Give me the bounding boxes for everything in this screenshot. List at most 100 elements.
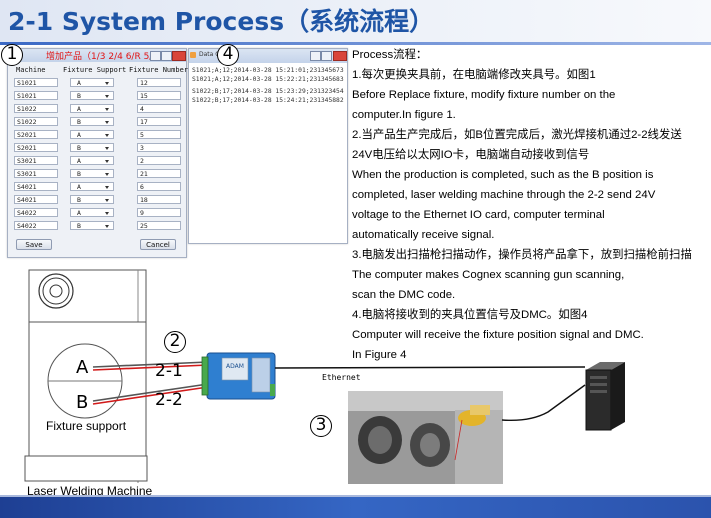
machine-field[interactable]: S1022 bbox=[14, 117, 58, 126]
machine-base bbox=[24, 455, 148, 482]
fixture-number-field-value: 21 bbox=[140, 170, 148, 178]
fixture-support-select[interactable]: A bbox=[70, 104, 114, 113]
save-button[interactable]: Save bbox=[16, 239, 52, 250]
machine-field[interactable]: S2021 bbox=[14, 143, 58, 152]
fixture-number-field-value: 4 bbox=[140, 105, 144, 113]
process-text-line: The computer makes Cognex scanning gun s… bbox=[352, 269, 625, 281]
fixture-number-field[interactable]: 4 bbox=[137, 104, 181, 113]
machine-head bbox=[28, 269, 147, 323]
minimize-icon[interactable] bbox=[310, 51, 321, 61]
machine-field[interactable]: S4022 bbox=[14, 208, 58, 217]
fixture-window-titlebar[interactable] bbox=[8, 49, 186, 62]
fixture-support-select[interactable]: A bbox=[70, 208, 114, 217]
fixture-support-select[interactable]: B bbox=[70, 143, 114, 152]
chevron-down-icon bbox=[105, 147, 109, 150]
fixture-number-field[interactable]: 18 bbox=[137, 195, 181, 204]
header-fixture-number: Fixture Number bbox=[129, 66, 189, 74]
machine-field[interactable]: S3021 bbox=[14, 169, 58, 178]
fixture-window: 增加产品（1/3 2/4 6/R 5/7） Machine Fixture Su… bbox=[7, 48, 189, 258]
close-icon[interactable] bbox=[333, 51, 347, 61]
close-icon[interactable] bbox=[172, 51, 186, 61]
fixture-number-field[interactable]: 9 bbox=[137, 208, 181, 217]
process-text-line: Before Replace fixture, modify fixture n… bbox=[352, 89, 616, 101]
fixture-number-field[interactable]: 21 bbox=[137, 169, 181, 178]
fixture-number-field[interactable]: 17 bbox=[137, 117, 181, 126]
callout-2: 2 bbox=[164, 331, 186, 353]
chevron-down-icon bbox=[105, 160, 109, 163]
fixture-number-field[interactable]: 3 bbox=[137, 143, 181, 152]
chevron-down-icon bbox=[105, 108, 109, 111]
fixture-number-field[interactable]: 5 bbox=[137, 130, 181, 139]
machine-field[interactable]: S4022 bbox=[14, 221, 58, 230]
fixture-support-select[interactable]: B bbox=[70, 169, 114, 178]
fixture-number-field[interactable]: 6 bbox=[137, 182, 181, 191]
process-text-line: completed, laser welding machine through… bbox=[352, 189, 656, 201]
fixture-support-select-value: B bbox=[77, 144, 81, 152]
ethernet-cable bbox=[274, 366, 586, 369]
machine-field[interactable]: S1021 bbox=[14, 78, 58, 87]
fixture-number-field-value: 6 bbox=[140, 183, 144, 191]
fixture-support-select[interactable]: A bbox=[70, 156, 114, 165]
process-text-line: 24V电压给以太网IO卡，电脑端自动接收到信号 bbox=[352, 149, 590, 161]
machine-field-value: S2021 bbox=[17, 144, 37, 152]
chevron-down-icon bbox=[105, 186, 109, 189]
log-line: S1021;A;12;2014-03-28 15:21:01;231345673 bbox=[192, 67, 344, 74]
process-text-line: computer.In figure 1. bbox=[352, 109, 456, 121]
chevron-down-icon bbox=[105, 199, 109, 202]
fixture-number-field[interactable]: 12 bbox=[137, 78, 181, 87]
fixture-number-field-value: 2 bbox=[140, 157, 144, 165]
machine-field[interactable]: S4021 bbox=[14, 195, 58, 204]
fixture-label-a: A bbox=[76, 357, 89, 378]
fixture-number-field[interactable]: 2 bbox=[137, 156, 181, 165]
chevron-down-icon bbox=[105, 134, 109, 137]
fixture-support-label: Fixture support bbox=[46, 419, 127, 433]
cancel-button[interactable]: Cancel bbox=[140, 239, 176, 250]
wire-a-red bbox=[92, 364, 209, 371]
machine-field-value: S4021 bbox=[17, 196, 37, 204]
machine-field-value: S4022 bbox=[17, 209, 37, 217]
fixture-number-field[interactable]: 25 bbox=[137, 221, 181, 230]
fixture-support-select[interactable]: A bbox=[70, 78, 114, 87]
machine-field[interactable]: S1022 bbox=[14, 104, 58, 113]
process-text-line: 1.每次更换夹具前，在电脑端修改夹具号。如图1 bbox=[352, 69, 596, 81]
fixture-support-select[interactable]: B bbox=[70, 195, 114, 204]
fixture-support-select[interactable]: B bbox=[70, 221, 114, 230]
chevron-down-icon bbox=[105, 225, 109, 228]
fixture-number-field[interactable]: 15 bbox=[137, 91, 181, 100]
fixture-support-select-value: A bbox=[77, 79, 81, 87]
machine-field-value: S4021 bbox=[17, 183, 37, 191]
fixture-support-select-value: B bbox=[77, 118, 81, 126]
process-text-line: 2.当产品生产完成后，如B位置完成后，激光焊接机通过2-2线发送 bbox=[352, 129, 682, 141]
fixture-support-select[interactable]: A bbox=[70, 182, 114, 191]
data-window-title: Data Coll bbox=[199, 51, 227, 58]
lens-icon bbox=[38, 273, 74, 309]
maximize-icon[interactable] bbox=[161, 51, 172, 61]
fixture-support-select[interactable]: A bbox=[70, 130, 114, 139]
fixture-support-select[interactable]: B bbox=[70, 91, 114, 100]
machine-field-value: S2021 bbox=[17, 131, 37, 139]
machine-field[interactable]: S1021 bbox=[14, 91, 58, 100]
process-text-line: 3.电脑发出扫描枪扫描动作，操作员将产品拿下，放到扫描枪前扫描 bbox=[352, 249, 692, 261]
fixture-support-select[interactable]: B bbox=[70, 117, 114, 126]
process-text-line: scan the DMC code. bbox=[352, 289, 456, 301]
ethernet-label: Ethernet bbox=[322, 373, 361, 382]
minimize-icon[interactable] bbox=[150, 51, 161, 61]
data-window: Data Coll S1021;A;12;2014-03-28 15:21:01… bbox=[188, 48, 348, 244]
fixture-support-select-value: A bbox=[77, 157, 81, 165]
fixture-support-select-value: A bbox=[77, 105, 81, 113]
fixture-support-select-value: B bbox=[77, 170, 81, 178]
fixture-support-select-value: A bbox=[77, 131, 81, 139]
wire-a-gray bbox=[92, 361, 209, 368]
maximize-icon[interactable] bbox=[321, 51, 332, 61]
machine-field-value: S1022 bbox=[17, 105, 37, 113]
fixture-label-b: B bbox=[76, 392, 88, 413]
machine-field-value: S1021 bbox=[17, 92, 37, 100]
machine-field[interactable]: S3021 bbox=[14, 156, 58, 165]
machine-field[interactable]: S2021 bbox=[14, 130, 58, 139]
fixture-number-field-value: 9 bbox=[140, 209, 144, 217]
machine-field-value: S1022 bbox=[17, 118, 37, 126]
chevron-down-icon bbox=[105, 121, 109, 124]
machine-field[interactable]: S4021 bbox=[14, 182, 58, 191]
callout-1: 1 bbox=[1, 44, 23, 66]
fixture-number-field-value: 17 bbox=[140, 118, 148, 126]
